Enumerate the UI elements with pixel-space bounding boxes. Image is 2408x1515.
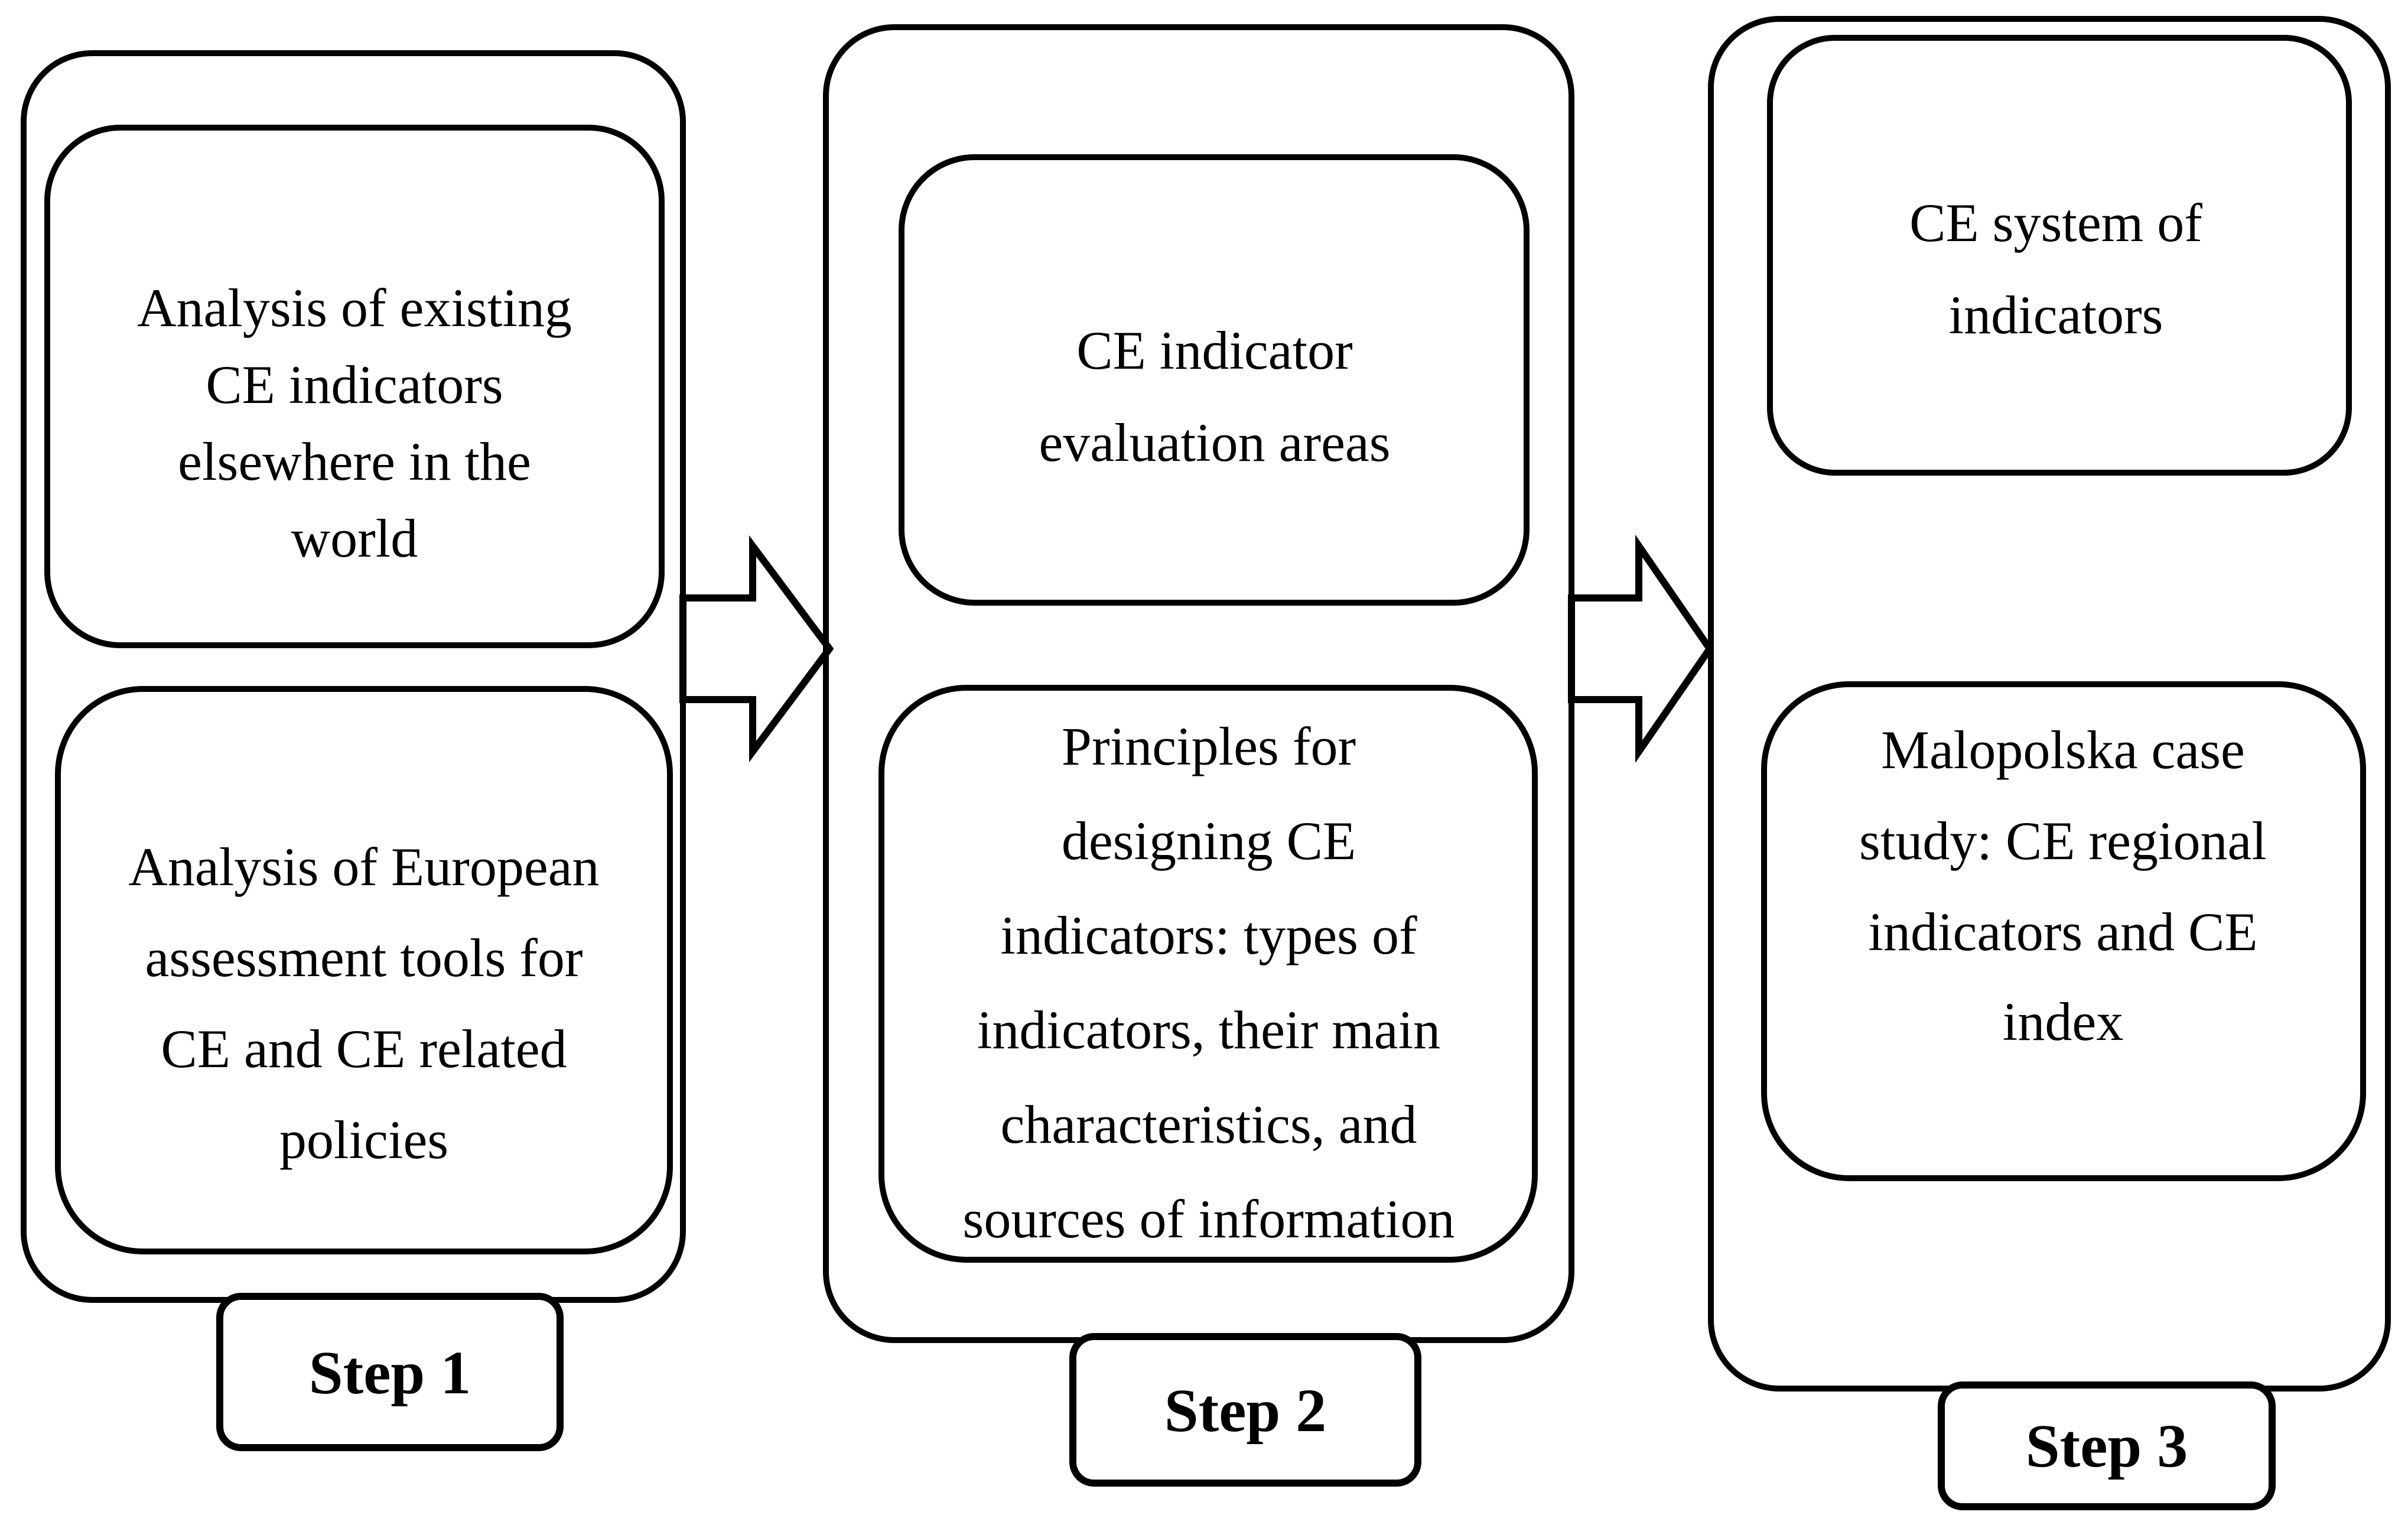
text-line: policies — [279, 1110, 448, 1170]
text-line: indicators — [1949, 285, 2163, 345]
text-line: indicators: types of — [1000, 905, 1417, 965]
arrow-step2-to-step3-icon — [1568, 534, 1714, 763]
text-line: indicators and CE — [1868, 902, 2257, 962]
text-line: assessment tools for — [145, 928, 583, 988]
text-line: Analysis of European — [128, 837, 599, 897]
box-ce-indicator-evaluation-areas — [899, 154, 1530, 606]
text-line: CE and CE related — [161, 1019, 567, 1079]
step2-label-box — [1069, 1333, 1421, 1487]
text-line: elsewhere in the — [178, 431, 531, 492]
text-line: index — [2003, 991, 2123, 1052]
box-principles-for-designing-ce-indicators — [878, 685, 1538, 1263]
text-line: Malopolska case — [1881, 720, 2245, 780]
text-line: study: CE regional — [1859, 811, 2267, 871]
text-line: sources of information — [963, 1189, 1455, 1249]
text-line: designing CE — [1062, 811, 1356, 871]
arrow-step1-to-step2-icon — [679, 535, 834, 763]
box-analysis-existing-ce-indicators — [44, 125, 665, 648]
text-line: Principles for — [1062, 716, 1356, 776]
box-analysis-european-assessment-tools — [55, 686, 673, 1254]
text-line: CE indicator — [1076, 320, 1353, 381]
text-line: Analysis of existing — [137, 278, 572, 338]
step1-label: Step 1 — [309, 1339, 471, 1407]
box-ce-system-of-indicators — [1767, 35, 2352, 476]
box-malopolska-case-study — [1761, 681, 2366, 1181]
text-line: indicators, their main — [977, 1000, 1440, 1060]
text-line: CE system of — [1909, 193, 2202, 253]
text-line: world — [291, 508, 418, 568]
step3-label: Step 3 — [2026, 1412, 2188, 1480]
text-line: CE indicators — [206, 355, 503, 415]
step3-label-box — [1938, 1381, 2276, 1510]
step2-label: Step 2 — [1164, 1377, 1326, 1445]
step1-label-box — [216, 1293, 564, 1451]
text-line: characteristics, and — [1001, 1094, 1417, 1155]
text-line: evaluation areas — [1039, 412, 1390, 473]
